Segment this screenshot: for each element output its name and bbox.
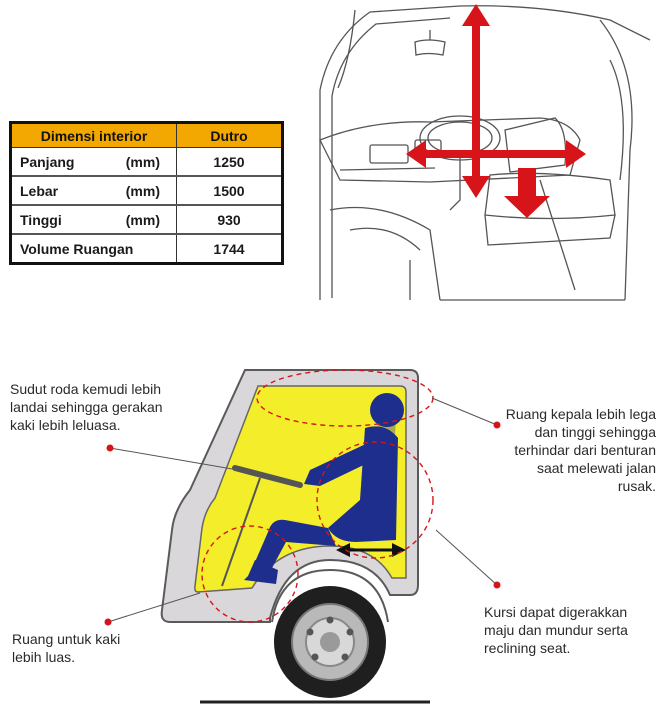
- row-label: Lebar: [20, 182, 59, 199]
- caption-steering-angle: Sudut roda kemudi lebih landai sehingga …: [10, 381, 163, 433]
- row-label: Tinggi: [20, 211, 62, 228]
- cab-cross-section-illustration: [160, 369, 434, 704]
- seat-slide-arrow: [336, 543, 406, 557]
- table-row: Panjang (mm) 1250: [10, 147, 283, 177]
- table-row: Volume Ruangan 1744: [10, 233, 283, 265]
- caption-legroom: Ruang untuk kaki lebih luas.: [12, 631, 121, 665]
- row-unit: (mm): [125, 153, 160, 170]
- table-header-row: Dimensi interior Dutro: [10, 122, 283, 148]
- header-model: Dutro: [176, 122, 283, 148]
- row-value: 930: [176, 204, 283, 235]
- row-unit: (mm): [125, 211, 160, 228]
- caption-headroom: Ruang kepala lebih lega dan tinggi sehin…: [505, 406, 656, 494]
- cabin-interior-illustration: [319, 4, 651, 301]
- row-unit: (mm): [125, 182, 160, 199]
- row-value: 1250: [176, 147, 283, 177]
- driver-figure: [244, 393, 404, 584]
- table-row: Lebar (mm) 1500: [10, 175, 283, 206]
- dimension-arrows: [406, 4, 586, 218]
- interior-dimension-table: Dimensi interior Dutro Panjang (mm) 1250…: [9, 121, 284, 265]
- row-value: 1744: [176, 233, 283, 265]
- row-value: 1500: [176, 175, 283, 206]
- row-label: Volume Ruangan: [20, 240, 134, 257]
- table-row: Tinggi (mm) 930: [10, 204, 283, 235]
- row-label: Panjang: [20, 153, 75, 170]
- wheel: [274, 586, 386, 698]
- caption-seat-adjust: Kursi dapat digerakkan maju dan mundur s…: [484, 604, 628, 656]
- header-dimension: Dimensi interior: [10, 122, 177, 148]
